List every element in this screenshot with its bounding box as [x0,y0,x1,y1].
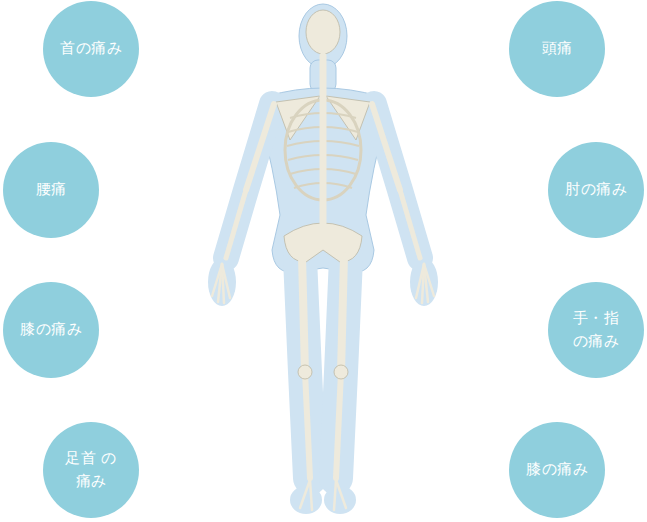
symptom-circle: 膝の痛み [3,282,99,378]
circle-shape [43,422,139,518]
symptom-circle: 首の痛み [43,1,139,97]
symptom-circle: 肘の痛み [548,142,644,238]
symptom-label: 頭痛 [542,37,573,60]
symptom-label: 肘の痛み [565,178,627,201]
symptom-label: 腰痛 [36,178,67,201]
circle-shape [548,282,644,378]
symptom-label: 膝の痛み [20,318,82,341]
symptom-label: 膝の痛み [526,458,588,481]
symptom-label: 足首 の痛み [65,447,117,494]
symptom-circle: 手・指 の痛み [548,282,644,378]
symptom-circle: 膝の痛み [509,422,605,518]
symptom-circle: 頭痛 [509,1,605,97]
symptom-label: 手・指 の痛み [570,307,622,354]
symptom-label: 首の痛み [60,37,122,60]
symptom-circle: 足首 の痛み [43,422,139,518]
symptom-circle: 腰痛 [3,142,99,238]
